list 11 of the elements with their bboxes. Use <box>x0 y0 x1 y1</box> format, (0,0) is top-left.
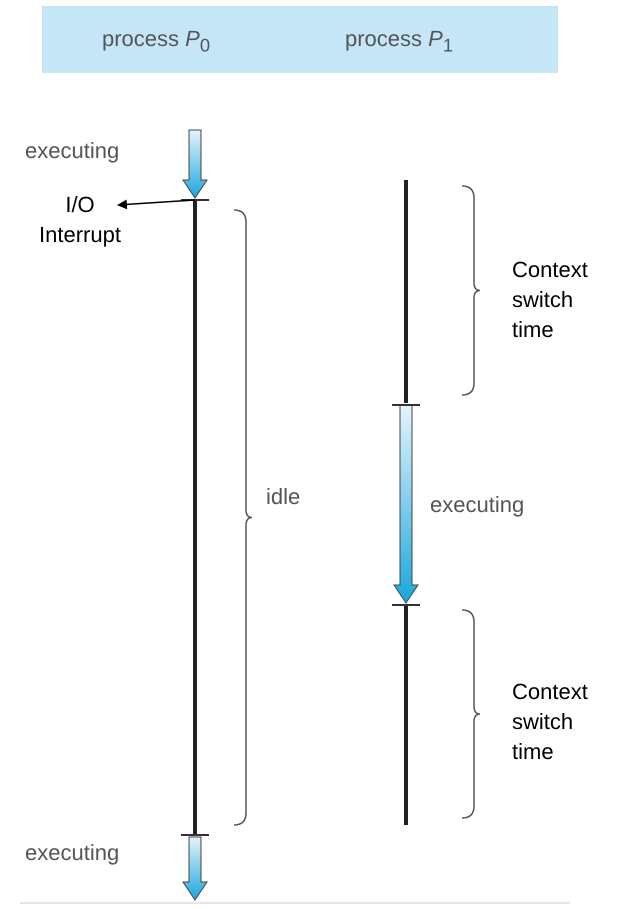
state-label: executing <box>430 491 524 519</box>
column-heading: process P$_{1}$ <box>345 25 454 58</box>
column-heading: process P$_{0}$ <box>102 25 210 58</box>
state-label: executing <box>25 839 120 867</box>
header-band <box>42 6 558 73</box>
arrow <box>117 199 196 210</box>
state-label: idle <box>266 483 300 511</box>
state-label: executing <box>25 137 120 165</box>
annotation-text: Context switch time <box>512 256 589 344</box>
interrupt-label: I/O Interrupt <box>30 190 130 250</box>
annotation-text: Context switch time <box>512 678 589 766</box>
